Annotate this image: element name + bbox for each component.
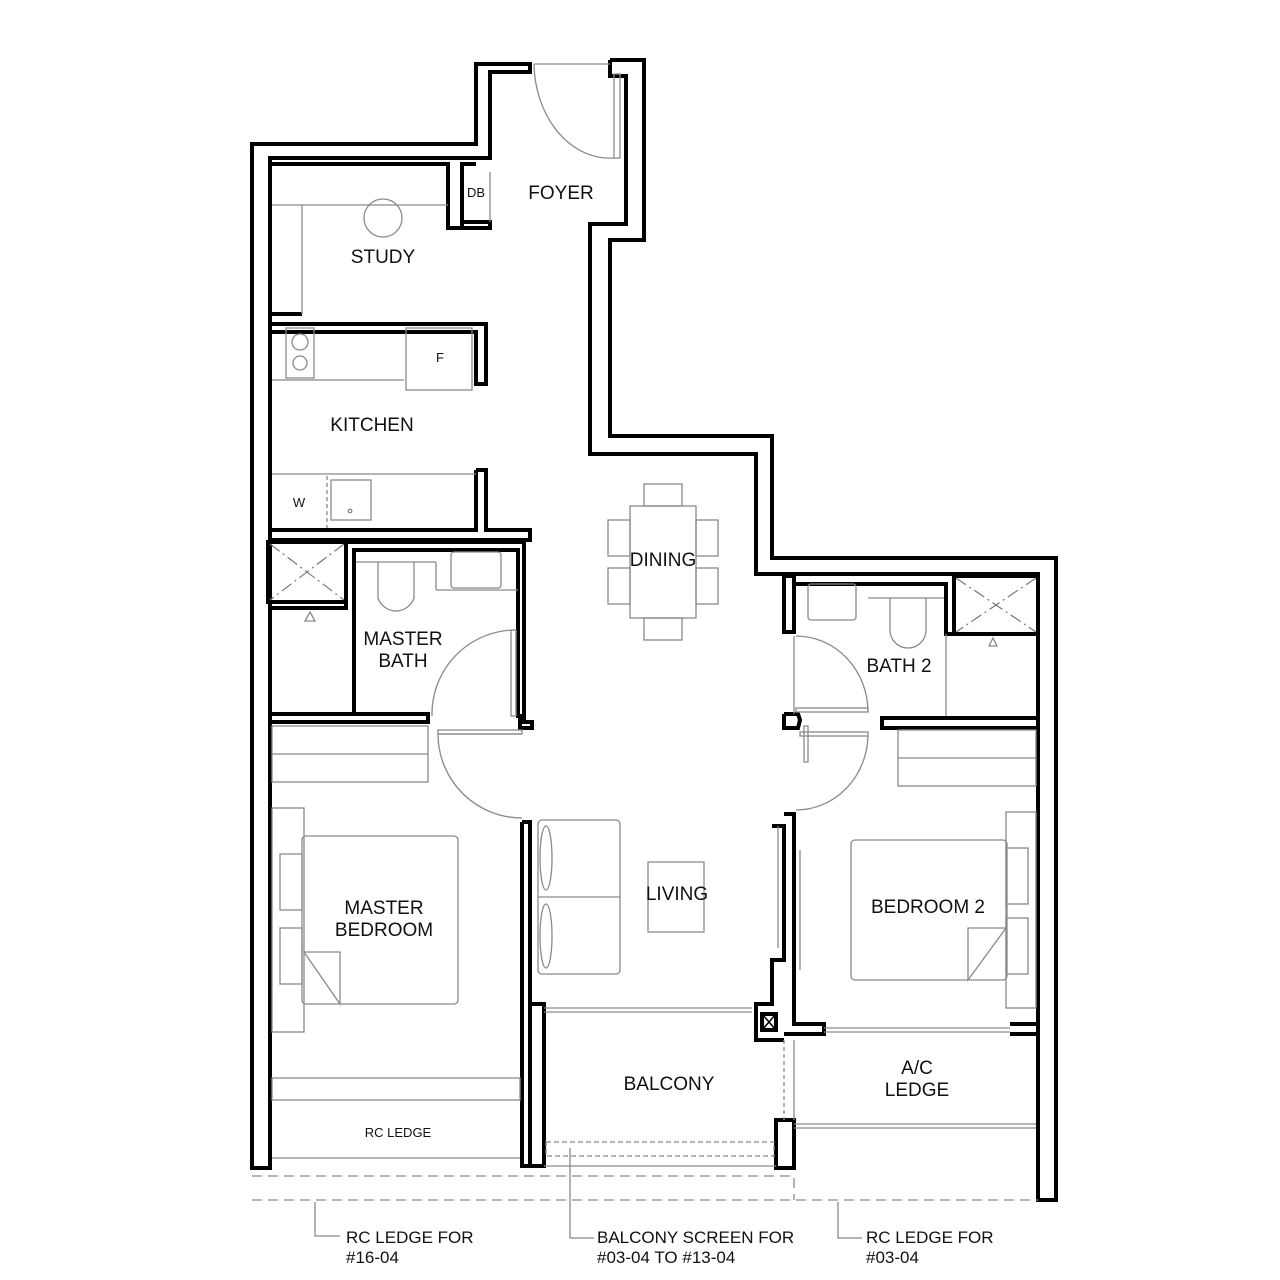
room-label-bath-2: BATH 2 — [866, 656, 932, 677]
room-label-dining: DINING — [629, 550, 697, 571]
room-label-master-bath: MASTER BATH — [363, 629, 443, 672]
room-label-db: DB — [466, 185, 486, 200]
room-label-master-bedroom: MASTER BEDROOM — [334, 898, 434, 941]
room-label-foyer: FOYER — [528, 183, 594, 204]
room-label-bedroom-2: BEDROOM 2 — [870, 897, 986, 918]
room-label-study: STUDY — [350, 247, 416, 268]
interior-walls — [266, 162, 1040, 1170]
note-rc-ledge-03-04: RC LEDGE FOR #03-04 — [866, 1228, 994, 1267]
fixtures — [252, 63, 1038, 1239]
room-label-kitchen: KITCHEN — [330, 415, 414, 436]
room-label-ac-ledge: A/C LEDGE — [884, 1058, 950, 1101]
fridge-label: F — [436, 350, 444, 365]
room-label-rc-ledge: RC LEDGE — [364, 1125, 432, 1140]
washer-label: W — [292, 495, 306, 510]
note-rc-ledge-16-04: RC LEDGE FOR #16-04 — [346, 1228, 474, 1267]
note-balcony-screen: BALCONY SCREEN FOR #03-04 TO #13-04 — [597, 1228, 795, 1267]
room-label-living: LIVING — [645, 884, 709, 905]
room-label-balcony: BALCONY — [623, 1074, 715, 1095]
